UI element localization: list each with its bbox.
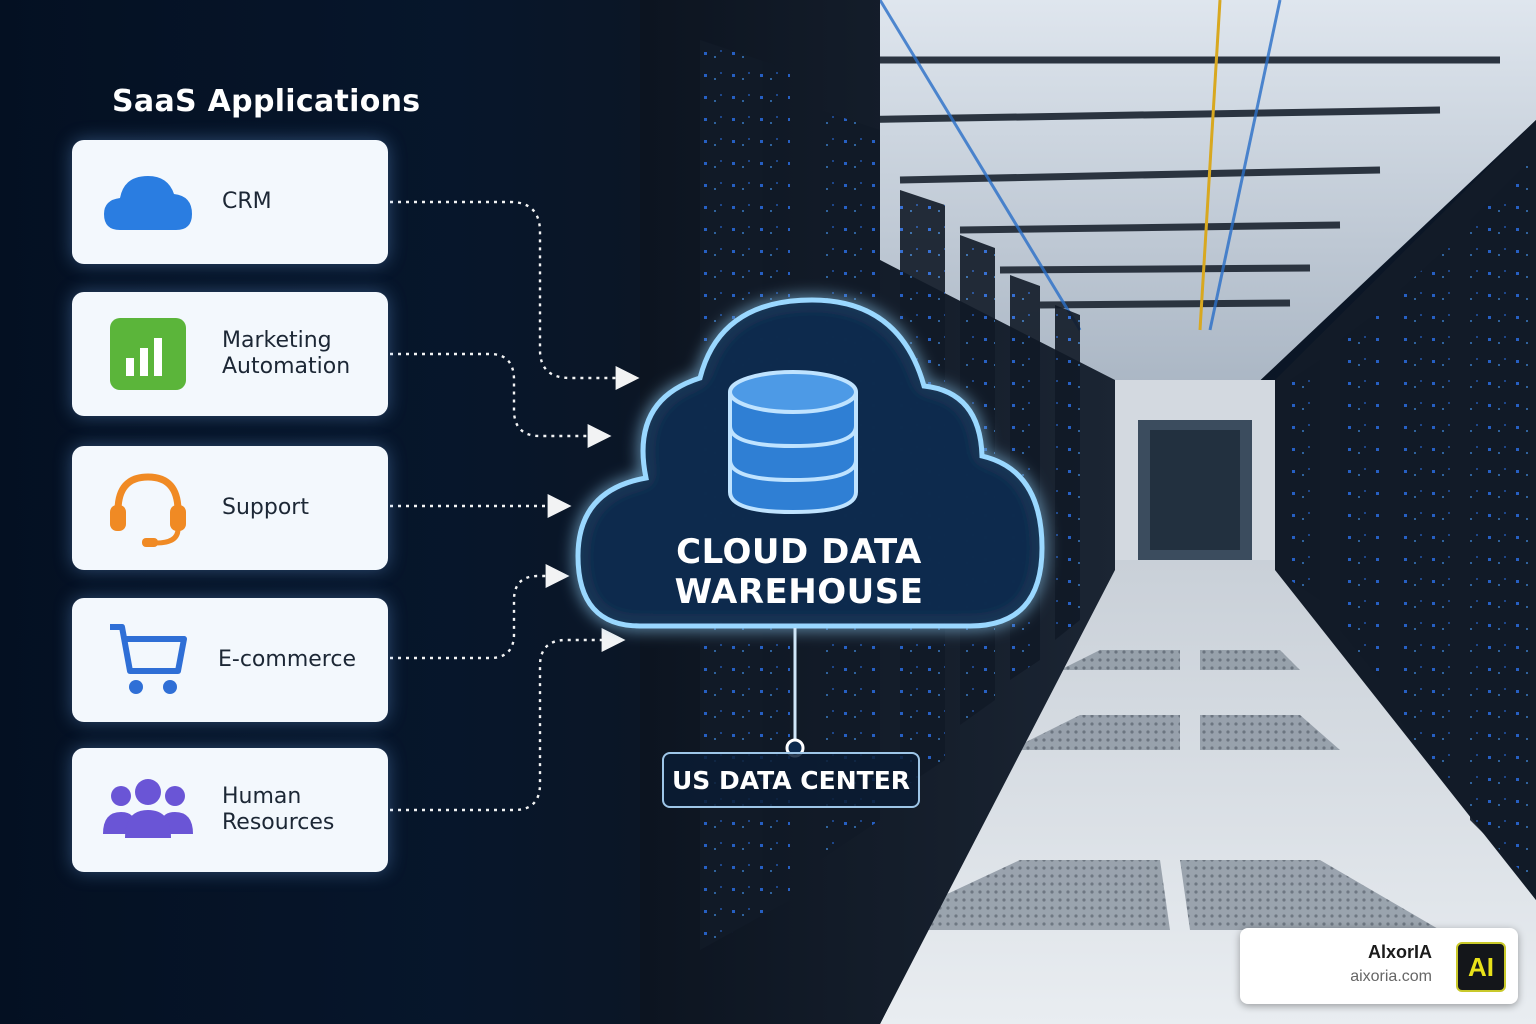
app-label-crm: CRM [222,189,272,214]
connector-crm [390,200,640,390]
app-label-marketing-automation: Marketing Automation [222,328,351,379]
location-label: US DATA CENTER [662,752,920,808]
hub-label: CLOUD DATA WAREHOUSE [674,532,924,612]
app-card-marketing-automation[interactable]: Marketing Automation [72,292,388,416]
bar-chart-icon [102,318,194,390]
shopping-cart-icon [102,624,194,694]
brand-url: aixoria.com [1350,968,1432,985]
app-card-human-resources[interactable]: Human Resources [72,748,388,872]
app-card-crm[interactable]: CRM [72,140,388,264]
brand-logo-icon: AI [1456,942,1506,992]
app-label-support: Support [222,495,309,520]
people-icon [102,776,194,844]
headset-icon [102,473,194,547]
brand-name: AlxorIA [1367,942,1432,962]
cloud-icon [102,168,194,236]
app-label-ecommerce: E-commerce [218,647,356,672]
brand-badge[interactable]: AlxorIA aixoria.com AI [1240,928,1518,1004]
app-label-human-resources: Human Resources [222,784,335,835]
connector-marketing [390,352,612,448]
app-card-support[interactable]: Support [72,446,388,570]
section-title: SaaS Applications [112,84,421,119]
app-card-ecommerce[interactable]: E-commerce [72,598,388,722]
database-icon [728,370,858,515]
connector-hr [390,628,626,812]
connector-ecommerce [390,564,570,660]
